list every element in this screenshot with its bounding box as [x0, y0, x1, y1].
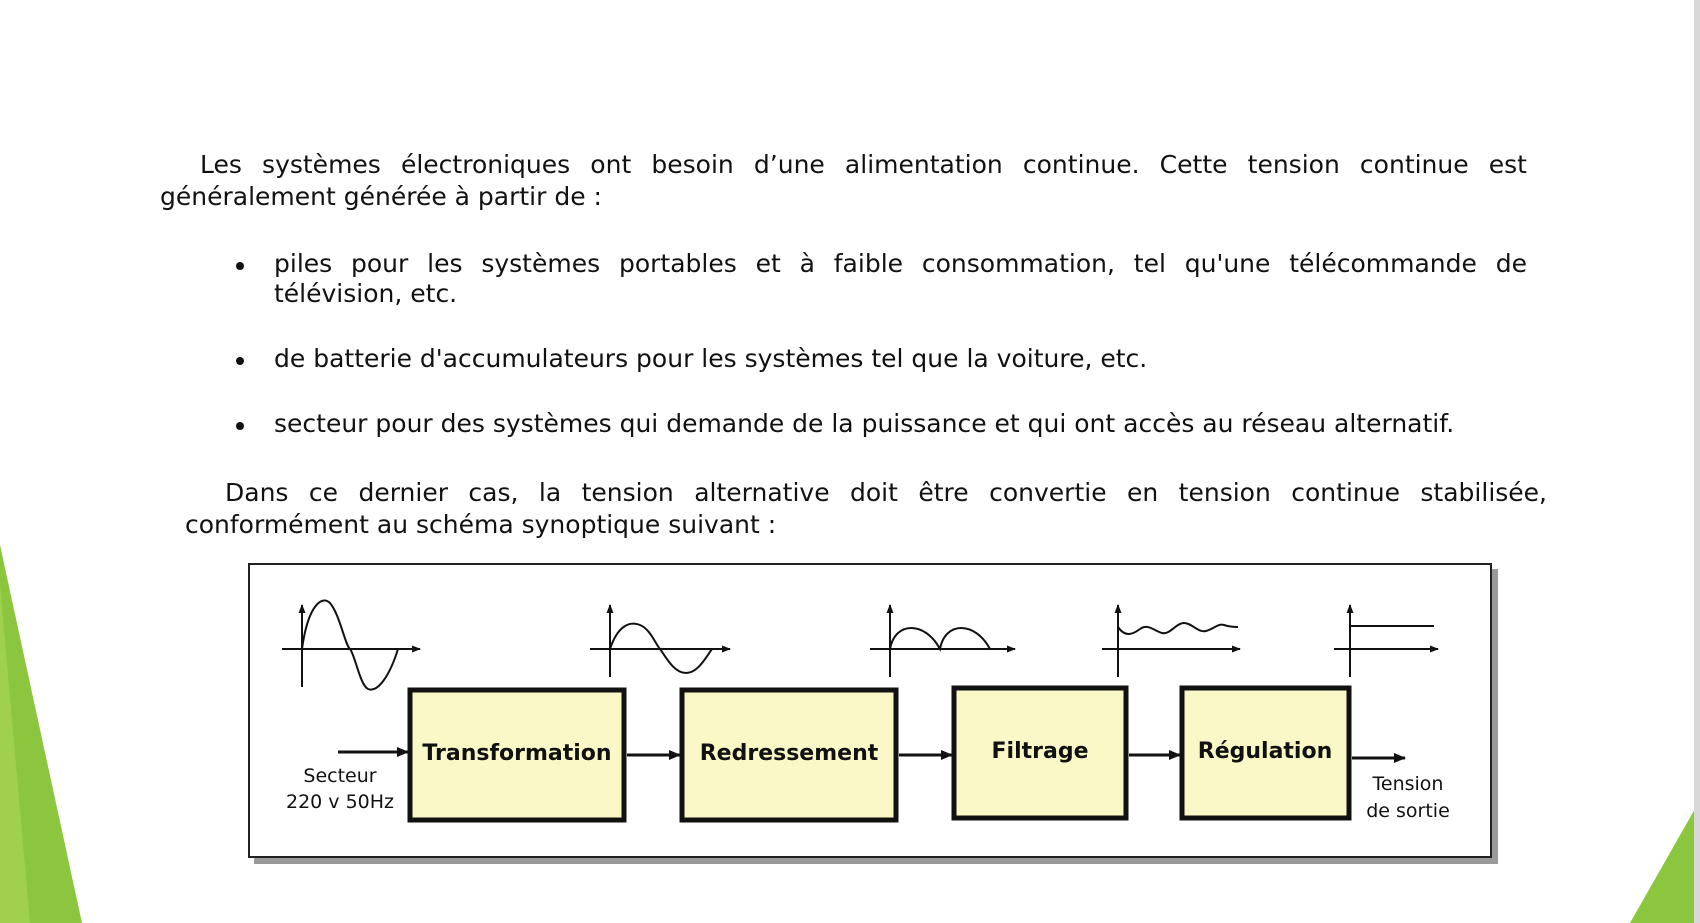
power-source-list-3: secteur pour des systèmes qui demande de…	[230, 409, 1527, 439]
list-item: piles pour les systèmes portables et à f…	[230, 249, 1527, 309]
power-source-list-2: de batterie d'accumulateurs pour les sys…	[230, 344, 1527, 374]
right-edge-bar	[1694, 0, 1700, 923]
list-item: secteur pour des systèmes qui demande de…	[230, 409, 1527, 439]
input-label-voltage: 220 v 50Hz	[286, 791, 394, 813]
bullet-dot	[236, 422, 244, 430]
block-label-filtrage: Filtrage	[992, 739, 1089, 764]
bullet-dot	[236, 262, 244, 270]
diagram-svg: Secteur 220 v 50Hz Transformation Redres…	[282, 599, 1450, 823]
conclusion-text: Dans ce dernier cas, la tension alternat…	[185, 478, 1547, 539]
block-filtrage	[951, 685, 1129, 821]
bullet-text-piles: piles pour les systèmes portables et à f…	[274, 249, 1527, 308]
green-triangle-left-decoration	[0, 545, 82, 923]
transformed-sine-waveform-icon	[590, 604, 731, 677]
power-source-list: piles pour les systèmes portables et à f…	[230, 249, 1527, 309]
green-triangle-right-decoration	[1630, 800, 1700, 923]
bullet-dot	[236, 357, 244, 365]
intro-line-1: Les systèmes électroniques ont besoin d’…	[200, 150, 1527, 179]
block-label-transformation: Transformation	[422, 741, 611, 766]
sine-waveform-icon	[282, 599, 421, 691]
input-label-secteur: Secteur	[303, 765, 376, 787]
rectified-waveform-icon	[870, 604, 1016, 677]
intro-line-2: générée à partir de :	[343, 182, 602, 211]
list-item: de batterie d'accumulateurs pour les sys…	[230, 344, 1527, 374]
block-regulation	[1179, 685, 1352, 821]
block-label-regulation: Régulation	[1198, 739, 1333, 764]
bullet-text-batterie: de batterie d'accumulateurs pour les sys…	[274, 344, 1148, 373]
output-label-tension: Tension	[1372, 773, 1444, 795]
block-redressement	[679, 687, 899, 823]
filtered-waveform-icon	[1102, 604, 1241, 677]
bullet-text-secteur: secteur pour des systèmes qui demande de…	[274, 409, 1455, 438]
dc-waveform-icon	[1334, 604, 1439, 677]
synoptic-diagram: Secteur 220 v 50Hz Transformation Redres…	[248, 563, 1492, 858]
intro-paragraph: Les systèmes électroniques ont besoin d’…	[160, 149, 1527, 213]
output-label-sortie: de sortie	[1366, 800, 1450, 822]
block-transformation	[407, 687, 627, 823]
conclusion-paragraph: Dans ce dernier cas, la tension alternat…	[185, 477, 1547, 541]
block-label-redressement: Redressement	[700, 741, 879, 766]
intro-line-2-prefix: généralement	[160, 182, 336, 211]
